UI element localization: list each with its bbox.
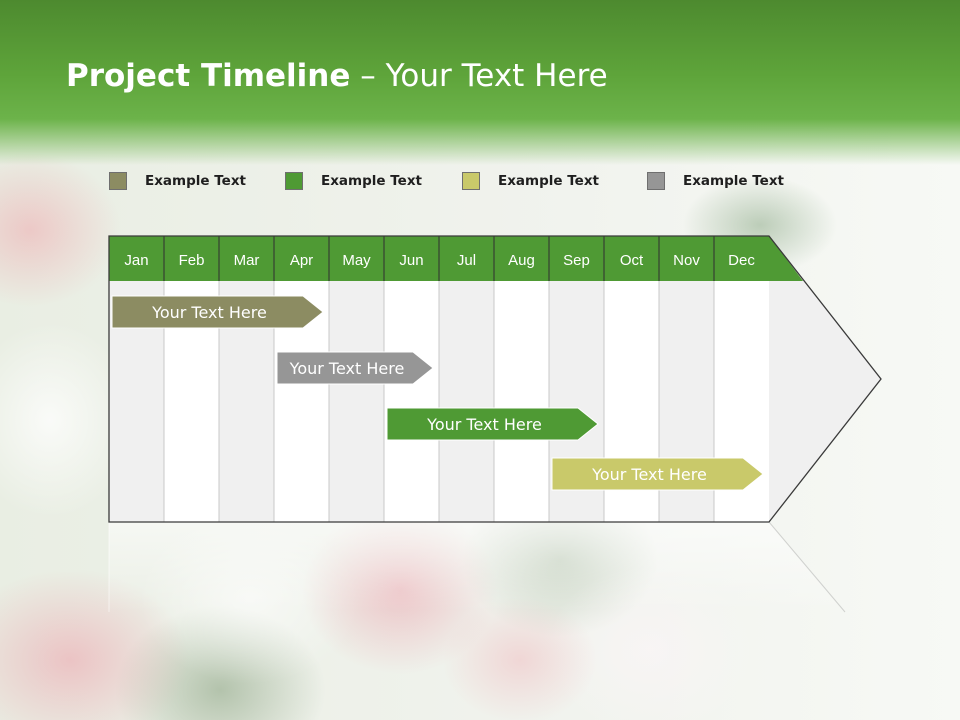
legend-item: Example Text <box>285 170 422 192</box>
month-column <box>329 281 384 522</box>
legend-label: Example Text <box>145 173 246 189</box>
task-label: Your Text Here <box>426 415 542 434</box>
month-column <box>384 281 439 522</box>
task-label: Your Text Here <box>151 303 267 322</box>
title-rest: – Your Text Here <box>350 58 608 94</box>
legend-item: Example Text <box>109 170 246 192</box>
legend-swatch <box>462 172 480 190</box>
task-bar: Your Text Here <box>276 351 434 385</box>
task-arrow <box>386 407 599 441</box>
task-label: Your Text Here <box>289 359 405 378</box>
page-title: Project Timeline – Your Text Here <box>66 58 608 94</box>
month-column <box>494 281 549 522</box>
legend-item: Example Text <box>647 170 784 192</box>
month-column <box>439 281 494 522</box>
legend-item: Example Text <box>462 170 599 192</box>
month-label: Apr <box>290 252 313 269</box>
legend-label: Example Text <box>683 173 784 189</box>
month-label: Nov <box>673 252 700 269</box>
month-label: Aug <box>508 252 535 269</box>
task-bar: Your Text Here <box>386 407 599 441</box>
month-header-row: Jan Feb Mar Apr May Jun Jul Aug Sep Oct Nov Dec <box>109 236 803 281</box>
month-label: Feb <box>179 252 205 269</box>
legend-label: Example Text <box>498 173 599 189</box>
month-label: Mar <box>234 252 260 269</box>
task-arrow <box>551 457 764 491</box>
reflection-panel <box>109 522 845 612</box>
timeline-reflection <box>108 521 846 613</box>
month-label: Oct <box>620 252 644 269</box>
month-label: May <box>342 252 371 269</box>
timeline-arrow-outline <box>108 235 882 523</box>
arrow-head-body <box>769 281 881 522</box>
task-arrow <box>111 295 324 329</box>
title-bold: Project Timeline <box>66 58 351 94</box>
month-label: Dec <box>728 252 755 269</box>
arrow-outline <box>108 235 882 523</box>
legend-swatch <box>109 172 127 190</box>
month-label: Jun <box>399 252 423 269</box>
month-label: Sep <box>563 252 590 269</box>
month-label: Jul <box>457 252 476 269</box>
month-label: Jan <box>124 252 148 269</box>
task-bar: Your Text Here <box>111 295 324 329</box>
task-arrow <box>276 351 434 385</box>
reflection-edge <box>768 521 846 613</box>
task-label: Your Text Here <box>591 465 707 484</box>
legend-label: Example Text <box>321 173 422 189</box>
title-banner <box>0 0 960 165</box>
task-bar: Your Text Here <box>551 457 764 491</box>
legend-swatch <box>647 172 665 190</box>
legend-swatch <box>285 172 303 190</box>
